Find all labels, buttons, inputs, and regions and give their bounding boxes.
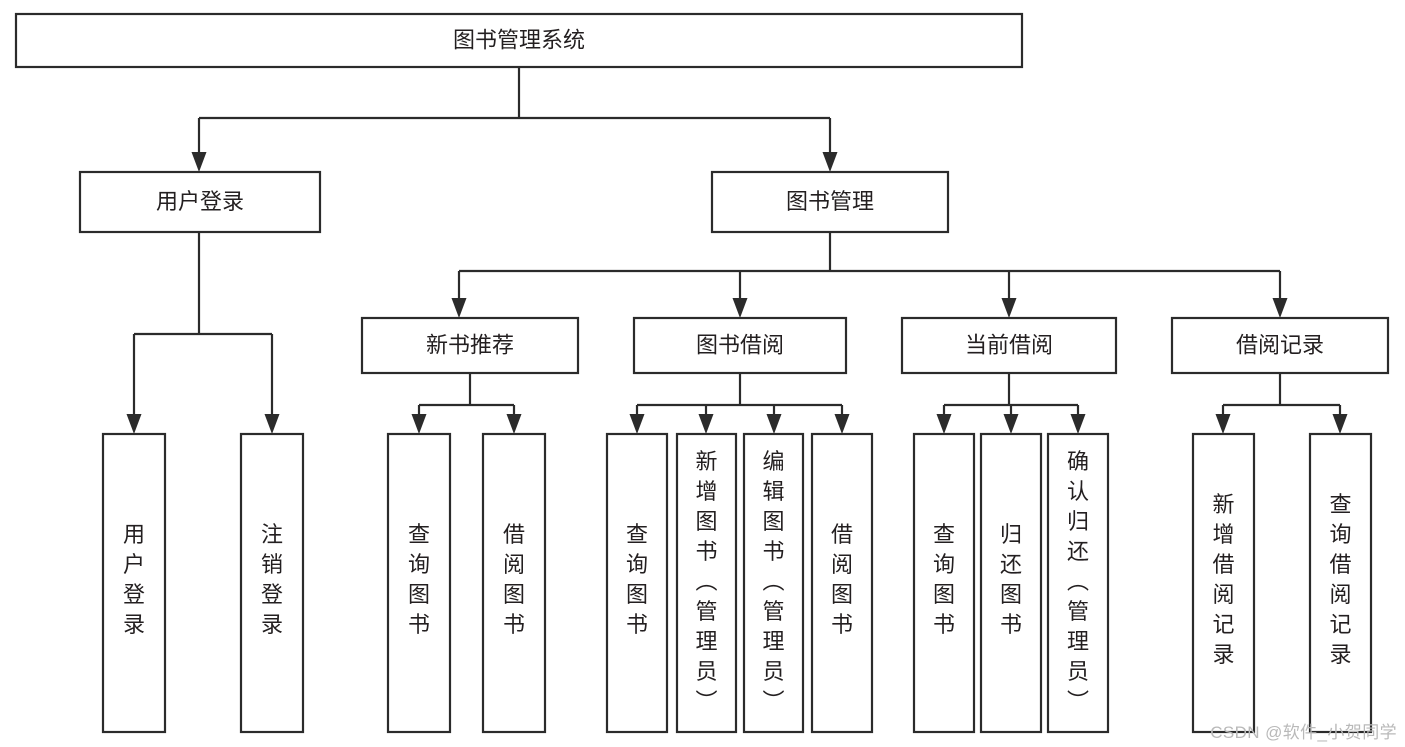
node-box-leaf-add-record — [1191, 432, 1256, 734]
node-box-leaf-add-book — [675, 432, 738, 734]
node-box-leaf-confirm-return — [1046, 432, 1110, 734]
node-leaf-add-record[interactable]: 新增借阅记录 — [1191, 432, 1256, 734]
node-box-leaf-return-book — [979, 432, 1043, 734]
node-box-leaf-query-book-3 — [912, 432, 976, 734]
node-label-leaf-query-record: 查询借阅记录 — [1329, 492, 1351, 667]
node-box-current-borrow — [900, 316, 1118, 375]
node-box-new-book-recommend — [360, 316, 580, 375]
node-current-borrow[interactable]: 当前借阅 — [900, 316, 1118, 375]
node-label-leaf-query-book-3: 查询图书 — [933, 522, 955, 637]
connector-current-to-leaves — [936, 373, 1086, 434]
connector-userlogin-to-leaves — [126, 232, 280, 434]
connector-recommend-to-leaves — [411, 373, 522, 434]
node-label-borrow-record: 借阅记录 — [1236, 332, 1324, 357]
node-label-leaf-borrow-book-1: 借阅图书 — [503, 522, 525, 637]
connector-record-to-leaves — [1215, 373, 1348, 434]
node-label-leaf-confirm-return: 确认归还︵管理员︶ — [1067, 449, 1089, 714]
node-leaf-confirm-return[interactable]: 确认归还︵管理员︶ — [1046, 432, 1110, 734]
node-leaf-borrow-book-1[interactable]: 借阅图书 — [481, 432, 547, 734]
node-label-leaf-query-book-2: 查询图书 — [626, 522, 648, 637]
node-user-login[interactable]: 用户登录 — [78, 170, 322, 234]
node-box-book-borrow — [632, 316, 848, 375]
node-label-leaf-add-record: 新增借阅记录 — [1212, 492, 1234, 667]
node-label-book-borrow: 图书借阅 — [696, 332, 784, 357]
node-label-new-book-recommend: 新书推荐 — [426, 332, 514, 357]
node-leaf-edit-book[interactable]: 编辑图书︵管理员︶ — [742, 432, 805, 734]
node-box-leaf-user-login — [101, 432, 167, 734]
node-layer: 图书管理系统用户登录图书管理新书推荐图书借阅当前借阅借阅记录用户登录注销登录查询… — [14, 12, 1390, 734]
node-box-leaf-query-book-2 — [605, 432, 669, 734]
node-leaf-borrow-book-2[interactable]: 借阅图书 — [810, 432, 874, 734]
connector-borrow-to-leaves — [629, 373, 850, 434]
node-box-root — [14, 12, 1024, 69]
node-leaf-query-record[interactable]: 查询借阅记录 — [1308, 432, 1373, 734]
node-borrow-record[interactable]: 借阅记录 — [1170, 316, 1390, 375]
node-box-user-login — [78, 170, 322, 234]
watermark-text: CSDN @软件_小贺同学 — [1210, 723, 1397, 742]
node-new-book-recommend[interactable]: 新书推荐 — [360, 316, 580, 375]
node-leaf-user-login[interactable]: 用户登录 — [101, 432, 167, 734]
node-label-leaf-borrow-book-2: 借阅图书 — [831, 522, 853, 637]
node-label-root: 图书管理系统 — [453, 27, 585, 52]
connector-bookmanage-to-level3 — [451, 232, 1288, 318]
node-box-leaf-borrow-book-1 — [481, 432, 547, 734]
node-box-book-manage — [710, 170, 950, 234]
node-leaf-return-book[interactable]: 归还图书 — [979, 432, 1043, 734]
node-box-leaf-query-book-1 — [386, 432, 452, 734]
node-label-leaf-edit-book: 编辑图书︵管理员︶ — [762, 449, 784, 714]
node-box-leaf-user-logout — [239, 432, 305, 734]
node-leaf-add-book[interactable]: 新增图书︵管理员︶ — [675, 432, 738, 734]
node-leaf-query-book-1[interactable]: 查询图书 — [386, 432, 452, 734]
node-label-book-manage: 图书管理 — [786, 189, 874, 214]
node-label-leaf-add-book: 新增图书︵管理员︶ — [695, 449, 717, 714]
node-label-leaf-query-book-1: 查询图书 — [408, 522, 430, 637]
node-label-leaf-user-login: 用户登录 — [123, 522, 145, 637]
node-box-leaf-borrow-book-2 — [810, 432, 874, 734]
node-box-borrow-record — [1170, 316, 1390, 375]
node-label-leaf-user-logout: 注销登录 — [261, 522, 283, 637]
connector-root-to-level2 — [191, 67, 838, 172]
node-book-borrow[interactable]: 图书借阅 — [632, 316, 848, 375]
node-leaf-query-book-3[interactable]: 查询图书 — [912, 432, 976, 734]
node-label-current-borrow: 当前借阅 — [965, 332, 1053, 357]
node-leaf-user-logout[interactable]: 注销登录 — [239, 432, 305, 734]
node-box-leaf-query-record — [1308, 432, 1373, 734]
node-label-user-login: 用户登录 — [156, 189, 244, 214]
node-label-leaf-return-book: 归还图书 — [1000, 522, 1022, 637]
node-root[interactable]: 图书管理系统 — [14, 12, 1024, 69]
connector-layer — [126, 67, 1348, 434]
node-box-leaf-edit-book — [742, 432, 805, 734]
node-leaf-query-book-2[interactable]: 查询图书 — [605, 432, 669, 734]
node-book-manage[interactable]: 图书管理 — [710, 170, 950, 234]
